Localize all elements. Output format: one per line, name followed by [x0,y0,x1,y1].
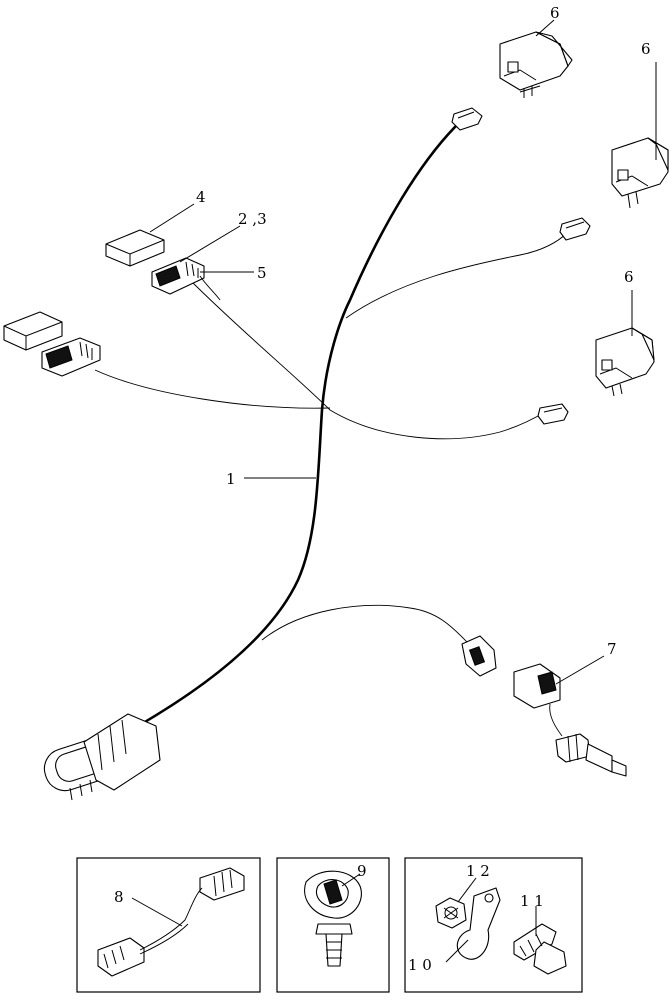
main-harness [94,118,569,728]
switch-mid [611,137,669,209]
callout-nut: 1 2 [466,862,490,880]
detail-box-8 [76,857,261,993]
connector-top [451,107,483,131]
cover-4 [105,229,165,267]
callout-clamp: 9 [357,862,367,880]
callout-cover: 4 [196,188,206,206]
connector-middle-right [537,403,569,425]
connector-left [41,337,101,377]
switch-low [595,327,655,397]
detail-box-9 [276,857,390,993]
connector-2-3 [151,257,221,301]
sensor-7 [461,635,627,777]
callout-bolt: 1 1 [520,892,544,910]
callout-switch-mid: 6 [641,40,651,58]
callout-p-clip: 1 0 [408,956,432,974]
cover-left [3,311,63,351]
detail-box-10-12 [404,857,583,993]
callout-switch-low: 6 [624,268,634,286]
switch-top [499,31,573,98]
callout-harness: 1 [226,470,236,488]
callout-jumper: 8 [114,888,124,906]
callout-terminal: 5 [257,264,267,282]
callout-sensor: 7 [607,640,617,658]
callout-connector-pair: 2 ,3 [238,210,267,228]
callout-switch-top: 6 [550,4,560,22]
harness-main-connector [43,713,161,801]
connector-upper-right [559,217,591,241]
leader-lines [131,19,657,963]
